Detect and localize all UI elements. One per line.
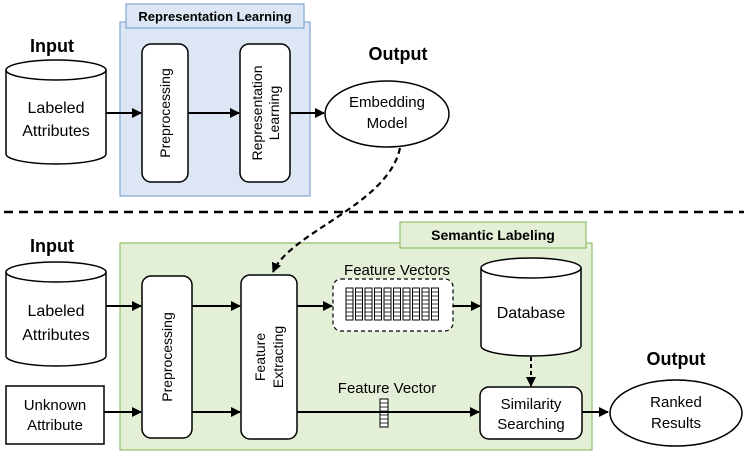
- top-preprocessing-step: Preprocessing: [141, 43, 189, 183]
- database-node: Database: [480, 257, 582, 357]
- bottom-labeled-attributes-database: Labeled Attributes: [5, 261, 107, 367]
- top-labeled-attributes-database: Labeled Attributes: [5, 59, 107, 165]
- feature-vector-label: Feature Vector: [338, 380, 436, 397]
- semantic-labeling-title: Semantic Labeling: [431, 227, 555, 243]
- ranked-results-label-line1: Ranked: [650, 394, 702, 411]
- feature-extracting-step: Feature Extracting: [240, 274, 298, 440]
- bottom-output-label: Output: [647, 349, 706, 369]
- semantic-labeling-title-box: [399, 221, 587, 249]
- ranked-results-node: Ranked Results: [609, 379, 743, 447]
- feature-extracting-label-line1: Feature: [252, 333, 268, 381]
- similarity-searching-label-line2: Searching: [497, 416, 565, 433]
- database-label: Database: [497, 305, 566, 322]
- top-database-label-line2: Attributes: [22, 123, 90, 140]
- feature-vectors-label: Feature Vectors: [344, 262, 450, 279]
- embedding-model-node: Embedding Model: [324, 80, 450, 148]
- bottom-preprocessing-step: Preprocessing: [141, 275, 193, 439]
- bottom-preprocessing-label: Preprocessing: [159, 312, 175, 402]
- embedding-model-label-line1: Embedding: [349, 94, 425, 111]
- bottom-database-label-line2: Attributes: [22, 327, 90, 344]
- representation-learning-title: Representation Learning: [138, 9, 291, 24]
- embedding-model-label-line2: Model: [367, 115, 408, 132]
- similarity-searching-step: Similarity Searching: [479, 386, 583, 440]
- unknown-attribute-box: Unknown Attribute: [5, 385, 105, 445]
- bottom-input-label: Input: [30, 236, 74, 256]
- top-representation-label-line1: Representation: [249, 66, 265, 161]
- top-representation-label-line2: Learning: [266, 86, 282, 141]
- unknown-attribute-label-line2: Attribute: [27, 417, 83, 434]
- top-input-label: Input: [30, 36, 74, 56]
- arrow-model-to-feature-extracting: [271, 147, 402, 273]
- ranked-results-label-line2: Results: [651, 415, 701, 432]
- top-preprocessing-label: Preprocessing: [157, 68, 173, 158]
- top-output-label: Output: [369, 44, 428, 64]
- bottom-database-label-line1: Labeled: [28, 303, 85, 320]
- top-database-label-line1: Labeled: [28, 100, 85, 117]
- top-representation-learning-step: Representation Learning: [239, 43, 291, 183]
- representation-learning-title-box: [125, 3, 305, 29]
- unknown-attribute-label-line1: Unknown: [24, 397, 87, 414]
- feature-vectors-icon: [345, 287, 439, 321]
- similarity-searching-label-line1: Similarity: [501, 396, 562, 413]
- feature-extracting-label-line2: Extracting: [270, 326, 286, 388]
- feature-vectors-group: [332, 278, 454, 332]
